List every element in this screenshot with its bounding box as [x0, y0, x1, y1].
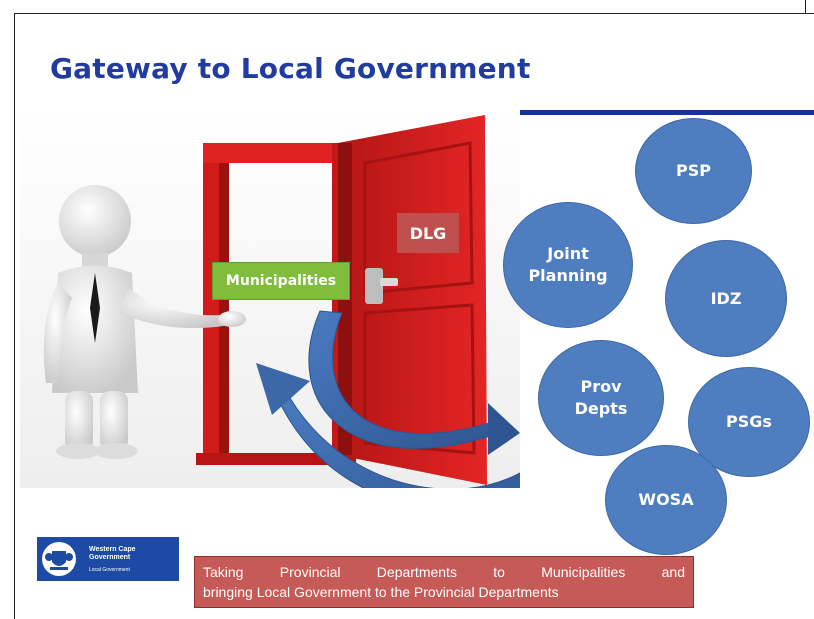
caption-box: Taking Provincial Departments to Municip… — [194, 556, 694, 608]
slide-title: Gateway to Local Government — [50, 52, 531, 85]
door-leaf — [338, 115, 487, 485]
frame-border-top — [14, 13, 814, 14]
bubble-prov-line2: Depts — [574, 399, 628, 418]
bubble-joint-line1: Joint — [547, 244, 589, 264]
coat-of-arms-icon — [42, 542, 76, 576]
bubble-prov-depts: Prov Depts — [538, 340, 664, 456]
bubble-idz: IDZ — [665, 240, 787, 357]
bubble-prov-depts-label: Prov Depts — [575, 376, 628, 419]
frame-border-right — [805, 0, 806, 13]
bubble-prov-line1: Prov — [580, 377, 622, 397]
bubble-joint-planning: Joint Planning — [503, 202, 633, 328]
bubble-psgs-label: PSGs — [726, 412, 772, 432]
bubble-psp-label: PSP — [676, 161, 711, 181]
bubble-psgs: PSGs — [688, 367, 810, 477]
dlg-tag: DLG — [397, 213, 459, 253]
logo-name: Western Cape Government — [89, 546, 177, 562]
bubble-psp: PSP — [635, 118, 752, 224]
bubble-joint-line2: Planning — [528, 266, 608, 285]
logo-line2: Government — [89, 554, 131, 561]
caption-line1: Taking Provincial Departments to Municip… — [203, 564, 685, 580]
presenter-figure — [43, 185, 246, 459]
western-cape-logo: Western Cape Government Local Government — [37, 537, 179, 581]
exchange-arrows — [256, 310, 520, 488]
bubble-wosa-label: WOSA — [638, 490, 694, 510]
bubble-idz-label: IDZ — [710, 288, 742, 308]
bubble-wosa: WOSA — [605, 445, 727, 555]
frame-border-left — [14, 13, 15, 619]
bubble-joint-planning-label: Joint Planning — [528, 243, 607, 286]
municipalities-tag: Municipalities — [212, 262, 350, 300]
caption-line2: bringing Local Government to the Provinc… — [203, 584, 559, 600]
logo-line1: Western Cape — [89, 546, 136, 553]
logo-subtitle: Local Government — [89, 567, 130, 573]
door-illustration — [20, 103, 520, 488]
title-underline — [517, 110, 814, 115]
